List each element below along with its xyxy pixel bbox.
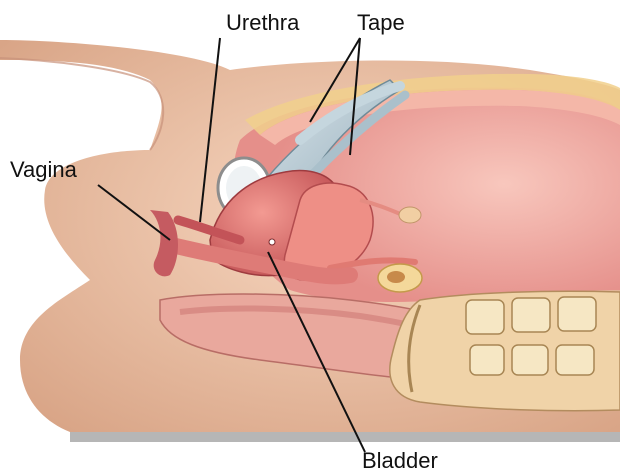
ovary-upper <box>399 207 421 223</box>
ground-shadow <box>70 432 620 442</box>
label-vagina: Vagina <box>10 157 78 182</box>
label-bladder: Bladder <box>362 448 438 473</box>
bladder-opening <box>269 239 275 245</box>
label-tape: Tape <box>357 10 405 35</box>
label-urethra: Urethra <box>226 10 300 35</box>
ovary-detail <box>387 271 405 283</box>
